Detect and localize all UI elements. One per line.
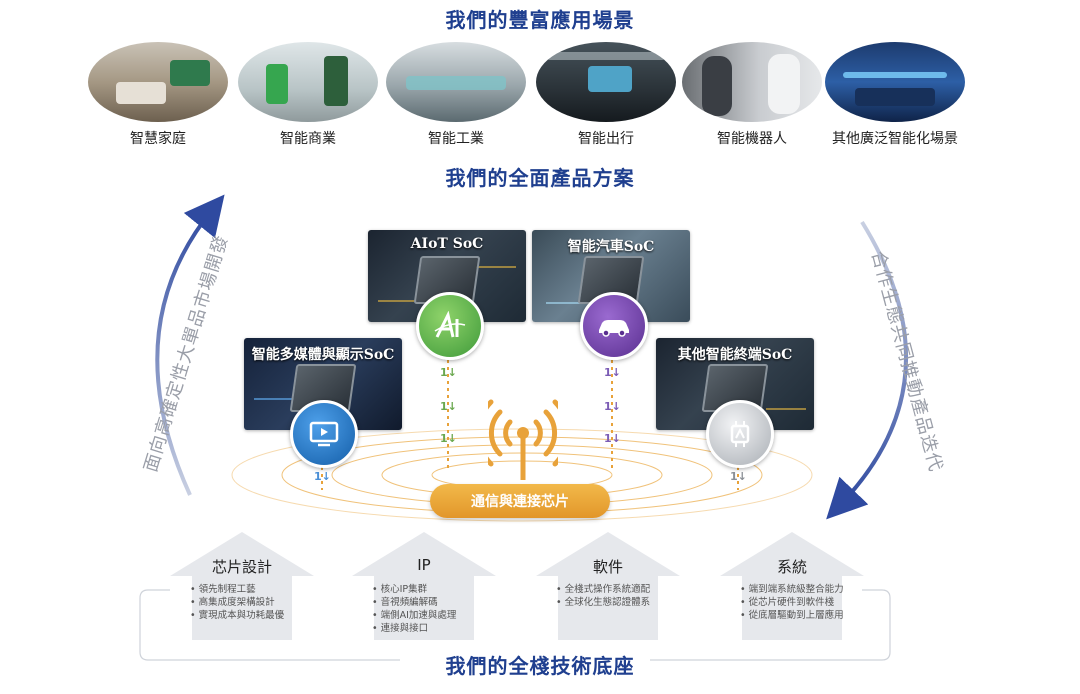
right-arc-arrow xyxy=(826,220,908,520)
chip-icon xyxy=(706,400,774,468)
data-arrow-icon: 1↓ xyxy=(604,400,621,413)
product-title: 智能多媒體與顯示SoC xyxy=(251,347,395,363)
pillar-title-chip-design: 芯片設計 xyxy=(211,558,272,576)
scenario-label: 智能機器人 xyxy=(717,131,787,147)
robot-photo xyxy=(682,42,822,122)
display-icon xyxy=(290,400,358,468)
scenario-label: 其他廣泛智能化場景 xyxy=(832,131,958,147)
scenarios-heading: 我們的豐富應用場景 xyxy=(445,8,635,32)
scenario-label: 智慧家庭 xyxy=(130,131,186,147)
scenario-label: 智能商業 xyxy=(280,131,336,147)
scenario-label: 智能工業 xyxy=(428,131,484,147)
scenario-smart-industry: 智能工業 xyxy=(386,42,526,148)
product-title: AIoT SoC xyxy=(410,236,484,252)
pillar-list-software: 全棧式操作系統適配 全球化生態認證體系 xyxy=(556,583,651,609)
data-arrow-icon: 1↓ xyxy=(604,366,621,379)
data-arrow-icon: 1↓ xyxy=(440,400,457,413)
car-icon xyxy=(580,292,648,360)
products-heading: 我們的全面產品方案 xyxy=(445,166,635,190)
left-arc-arrow xyxy=(155,194,225,496)
scenario-smart-home: 智慧家庭 xyxy=(88,42,228,148)
data-arrow-icon: 1↓ xyxy=(314,470,331,483)
list-item: 領先制程工藝 xyxy=(190,583,284,596)
scenario-smart-mobility: 智能出行 xyxy=(536,42,676,148)
pillar-list-system: 端到端系統級整合能力 從芯片硬件到軟件棧 從底層驅動到上層應用 xyxy=(740,583,844,622)
list-item: 實現成本與功耗最優 xyxy=(190,609,285,622)
pillar-title-system: 系統 xyxy=(776,558,807,576)
list-item: 核心IP集群 xyxy=(372,583,456,596)
list-item: 全棧式操作系統適配 xyxy=(556,583,651,596)
product-card-auto: 智能汽車SoC xyxy=(532,230,690,322)
product-title: 其他智能終端SoC xyxy=(677,347,793,363)
list-item: 全球化生態認證體系 xyxy=(556,596,651,609)
data-arrow-icon: 1↓ xyxy=(440,366,457,379)
pillar-list-chip-design: 領先制程工藝 高集成度架構設計 實現成本與功耗最優 xyxy=(190,583,285,622)
antenna-icon xyxy=(488,399,558,480)
ai-chip-icon xyxy=(416,292,484,360)
smart-scene-photo xyxy=(825,42,965,122)
scenario-other: 其他廣泛智能化場景 xyxy=(820,42,970,148)
list-item: 從芯片硬件到軟件棧 xyxy=(740,596,844,609)
list-item: 端到端系統級整合能力 xyxy=(740,583,844,596)
list-item: 連接與接口 xyxy=(372,622,456,635)
product-title: 智能汽車SoC xyxy=(567,239,655,255)
list-item: 音視頻編解碼 xyxy=(372,596,456,609)
list-item: 端側AI加速與處理 xyxy=(372,609,457,622)
pillar-list-ip: 核心IP集群 音視頻編解碼 端側AI加速與處理 連接與接口 xyxy=(372,583,457,635)
scenario-smart-retail: 智能商業 xyxy=(238,42,378,148)
smart-industry-photo xyxy=(386,42,526,122)
scenario-robot: 智能機器人 xyxy=(682,42,822,148)
platform-bracket xyxy=(139,589,891,661)
data-arrow-icon: 1↓ xyxy=(730,470,747,483)
scenario-label: 智能出行 xyxy=(578,131,634,147)
connectivity-chip-label: 通信與連接芯片 xyxy=(430,484,610,518)
pillar-title-ip: IP xyxy=(417,556,431,574)
pillar-title-software: 軟件 xyxy=(592,558,623,576)
data-arrow-icon: 1↓ xyxy=(604,432,621,445)
smart-retail-photo xyxy=(238,42,378,122)
list-item: 從底層驅動到上層應用 xyxy=(740,609,844,622)
smart-mobility-photo xyxy=(536,42,676,122)
list-item: 高集成度架構設計 xyxy=(190,596,284,609)
platform-heading: 我們的全棧技術底座 xyxy=(445,654,635,678)
data-arrow-icon: 1↓ xyxy=(440,432,457,445)
smart-home-photo xyxy=(88,42,228,122)
